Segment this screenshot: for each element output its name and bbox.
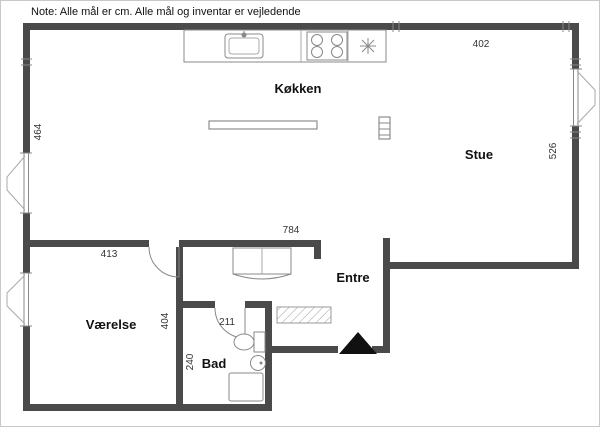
dim-left-outer: 464 [33, 123, 44, 140]
room-label-bedroom: Værelse [86, 317, 137, 332]
wall-stue-bottom [383, 262, 579, 269]
basin-icon [250, 355, 266, 371]
wall-entre-right [383, 238, 390, 353]
kitchen-fixtures [183, 29, 391, 140]
room-label-entry: Entre [336, 270, 369, 285]
wall-entre-bottom-left [265, 346, 338, 353]
room-label-bath: Bad [202, 356, 227, 371]
room-label-living: Stue [465, 147, 493, 162]
wall-top [23, 23, 579, 30]
dim-bath-height: 240 [185, 353, 196, 370]
bath-fixtures [228, 331, 266, 402]
bay-window-left-upper-icon [6, 152, 32, 214]
wall-bath-top-left [183, 301, 215, 308]
dim-bedroom-width: 413 [101, 249, 118, 260]
wall-bath-top-right [245, 301, 272, 308]
note-text: Note: Alle mål er cm. Alle mål og invent… [31, 6, 301, 18]
dim-bath-width: 211 [219, 317, 235, 328]
wall-right [572, 23, 579, 269]
toilet-icon [233, 331, 266, 353]
walls [23, 23, 579, 411]
wall-bath-right [265, 301, 272, 411]
wall-tick-marks [21, 21, 581, 139]
doormat-icon [276, 306, 332, 324]
wall-bottom [23, 404, 272, 411]
room-label-kitchen: Køkken [275, 81, 322, 96]
wardrobe-icon [232, 247, 292, 280]
vent-icon [360, 38, 376, 54]
wall-bedroom-right [176, 247, 183, 404]
bay-window-left-lower-icon [6, 272, 32, 327]
dim-bedroom-height: 404 [160, 312, 171, 329]
wall-entre-bottom-right [372, 346, 390, 353]
dim-mid-span: 784 [283, 225, 300, 236]
bay-window-right-icon [570, 68, 596, 127]
wall-interior-left [30, 240, 149, 247]
kitchen-island-icon [208, 120, 318, 130]
bedroom-door-icon [148, 246, 180, 278]
wall-interior-right [179, 240, 321, 247]
entrance-arrow-icon [339, 332, 377, 354]
dim-top-right: 402 [473, 39, 490, 50]
stove-icon [306, 31, 348, 61]
kitchen-sink-icon [224, 31, 264, 59]
windows [6, 68, 596, 327]
kitchen-counter-icon [183, 29, 387, 63]
dim-right-outer: 526 [548, 142, 559, 159]
wall-left [23, 23, 30, 411]
shower-icon [228, 372, 264, 402]
radiator-icon [378, 116, 391, 140]
wall-stub [314, 247, 321, 259]
